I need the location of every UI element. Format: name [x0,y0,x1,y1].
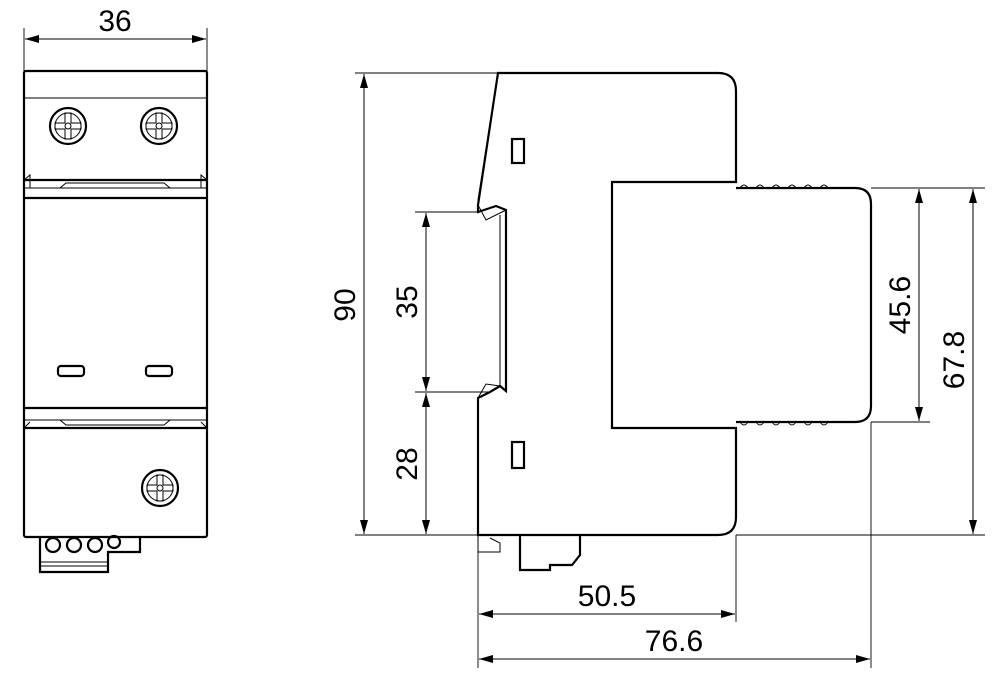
dim-cover-height: 67.8 [938,331,971,389]
screw-icon [140,468,180,508]
window-left [56,364,86,378]
side-connector-icon [477,535,582,572]
dim-height-total: 90 [329,288,362,321]
dim-depth-shoulder: 50.5 [578,580,636,613]
dim-depth-total: 76.6 [645,625,703,658]
dim-rail-width: 35 [391,285,424,318]
screw-icon [48,106,88,146]
slot-lower [510,440,526,470]
slot-upper [510,137,526,165]
window-right [144,364,174,378]
dim-rail-offset: 28 [391,447,424,480]
side-body-outline [476,71,738,537]
vent-ridges-top [739,184,829,189]
front-view: 36 [22,5,209,574]
connector-icon [38,534,142,574]
dim-inner-height: 45.6 [884,276,917,334]
dim-width-front: 36 [98,5,131,38]
front-body-outline [22,69,209,539]
vent-ridges-bottom [739,421,829,426]
side-view: 90 35 28 45.6 67.8 50.5 76.6 [329,71,985,668]
screw-icon [139,106,179,146]
side-cover-outline [736,186,873,424]
